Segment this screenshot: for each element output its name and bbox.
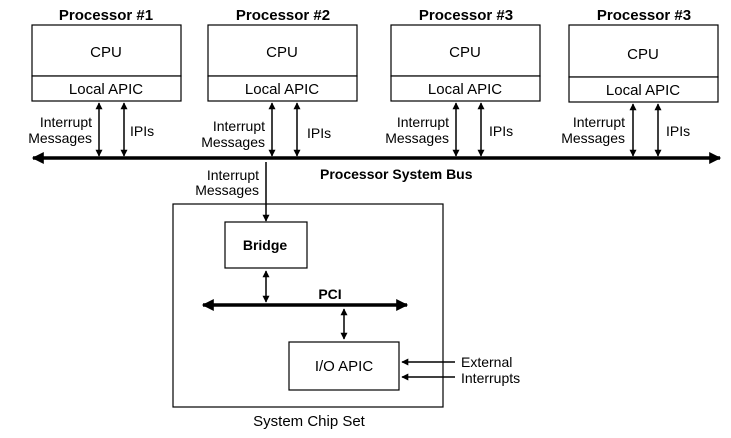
processor-3a: Processor #3 CPU Local APIC Interrupt Me… xyxy=(385,7,541,157)
processor-1-cpu-label: CPU xyxy=(90,44,122,61)
processor-1-cpu-box xyxy=(31,24,182,77)
processor-3a-interrupt-label-line1: Interrupt xyxy=(397,114,449,130)
processor-1-local-apic-box xyxy=(31,75,182,102)
processor-2-local-apic-box xyxy=(207,75,358,102)
processor-3b-cpu-box xyxy=(568,24,719,78)
bus-to-bridge-link: Interrupt Messages xyxy=(195,162,270,222)
processor-3a-local-apic-box xyxy=(390,75,541,102)
system-chip-set: System Chip Set Bridge PCI I/O APIC Exte… xyxy=(172,203,520,430)
processor-3a-cpu-box xyxy=(390,24,541,77)
processor-3b-local-apic-label: Local APIC xyxy=(606,82,680,99)
processor-3b-ipis-label: IPIs xyxy=(666,123,690,139)
processor-2-cpu-box xyxy=(207,24,358,77)
processor-1-interrupt-label-line2: Messages xyxy=(28,130,92,146)
processor-2-title: Processor #2 xyxy=(236,7,330,24)
io-apic-box xyxy=(288,341,400,391)
processor-3b-interrupt-label-line2: Messages xyxy=(561,130,625,146)
processor-3a-title: Processor #3 xyxy=(419,7,513,24)
processor-system-bus: Processor System Bus xyxy=(31,152,722,182)
chip-set-label: System Chip Set xyxy=(253,413,366,430)
bus-interrupt-label-line2: Messages xyxy=(195,182,259,198)
processor-1-local-apic-label: Local APIC xyxy=(69,81,143,98)
chip-set-frame xyxy=(172,203,444,408)
processor-1-interrupt-label-line1: Interrupt xyxy=(40,114,92,130)
processor-3b-interrupt-label-line1: Interrupt xyxy=(573,114,625,130)
processor-3b-title: Processor #3 xyxy=(597,7,691,24)
bridge-box xyxy=(224,221,308,269)
processor-1: Processor #1 CPU Local APIC Interrupt Me… xyxy=(28,7,182,157)
processor-3b: Processor #3 CPU Local APIC Interrupt Me… xyxy=(561,7,719,157)
processor-3a-cpu-label: CPU xyxy=(449,44,481,61)
processor-3b-cpu-label: CPU xyxy=(627,46,659,63)
processor-system-bus-label: Processor System Bus xyxy=(320,166,473,182)
processor-3a-interrupt-label-line2: Messages xyxy=(385,130,449,146)
processor-2-cpu-label: CPU xyxy=(266,44,298,61)
processor-2-interrupt-label-line1: Interrupt xyxy=(213,118,265,134)
processor-3a-local-apic-label: Local APIC xyxy=(428,81,502,98)
processor-2-interrupt-label-line2: Messages xyxy=(201,134,265,150)
processor-1-title: Processor #1 xyxy=(59,7,153,24)
processor-3b-local-apic-box xyxy=(568,76,719,103)
pci-bus-label: PCI xyxy=(318,286,341,302)
processor-2: Processor #2 CPU Local APIC Interrupt Me… xyxy=(201,7,358,157)
processor-2-local-apic-label: Local APIC xyxy=(245,81,319,98)
bus-interrupt-label-line1: Interrupt xyxy=(207,167,259,183)
external-interrupts-label-line1: External xyxy=(461,354,512,370)
processor-2-ipis-label: IPIs xyxy=(307,125,331,141)
processor-1-ipis-label: IPIs xyxy=(130,123,154,139)
processor-3a-ipis-label: IPIs xyxy=(489,123,513,139)
external-interrupts-label-line2: Interrupts xyxy=(461,370,520,386)
io-apic-label: I/O APIC xyxy=(315,358,374,375)
bridge-label: Bridge xyxy=(243,237,288,253)
